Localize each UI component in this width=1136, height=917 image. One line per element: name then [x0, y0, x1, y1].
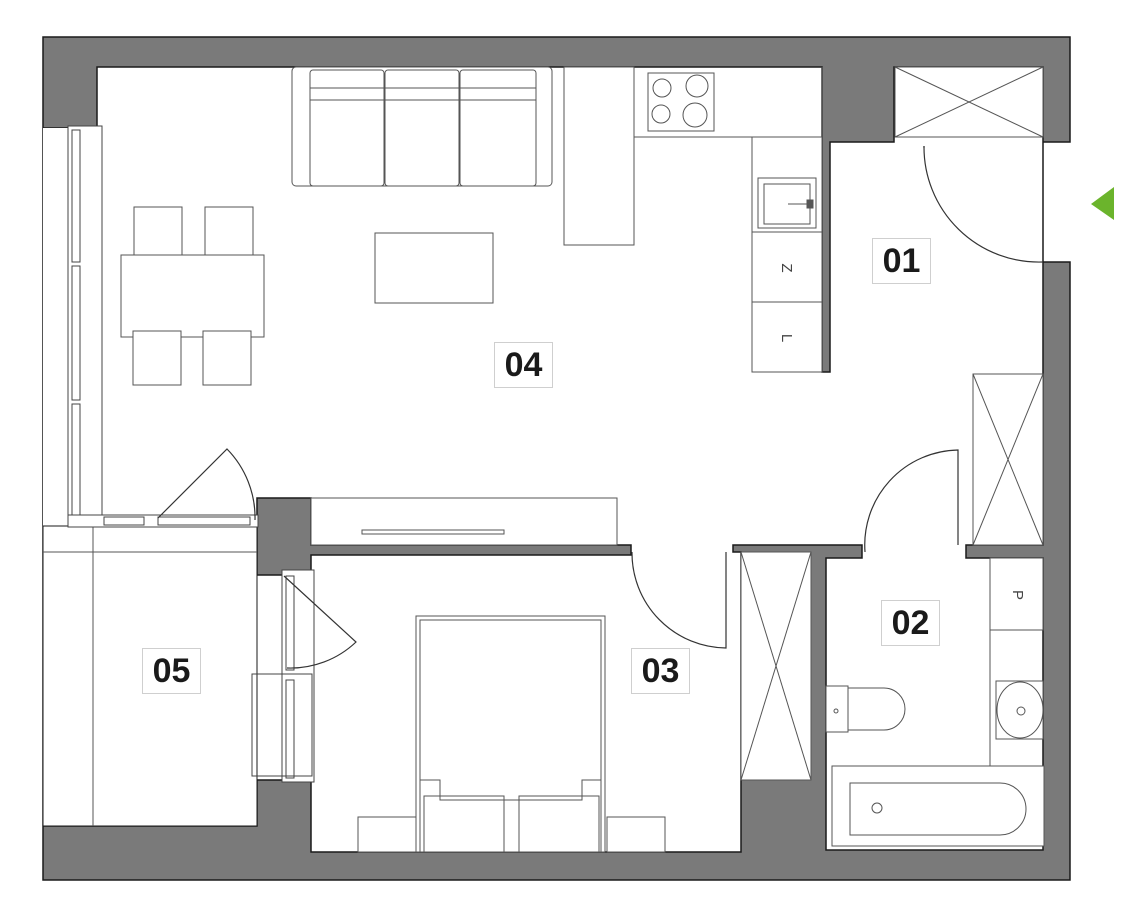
room-label-03: 03: [631, 648, 690, 694]
window-left: [67, 125, 259, 528]
entrance-arrow-icon: [1091, 187, 1114, 220]
bathroom-fixtures: [825, 557, 1045, 847]
sofa: [291, 66, 553, 187]
room-label-02: 02: [881, 600, 940, 646]
dining-set: [120, 206, 265, 386]
cabinet-z-letter: Z: [778, 263, 795, 273]
doors: [157, 145, 1044, 669]
coffee-table: [374, 232, 494, 304]
room-label-04: 04: [494, 342, 553, 388]
cabinet-l-letter: L: [778, 333, 795, 343]
room-label-05: 05: [142, 648, 201, 694]
window-bedroom: [251, 569, 315, 783]
tv-cabinet: [310, 497, 618, 546]
wardrobes: [740, 66, 1044, 781]
bed: [357, 615, 666, 853]
kitchen: [563, 66, 823, 373]
room-label-01: 01: [872, 238, 931, 284]
cabinet-p-letter: P: [1009, 589, 1026, 600]
